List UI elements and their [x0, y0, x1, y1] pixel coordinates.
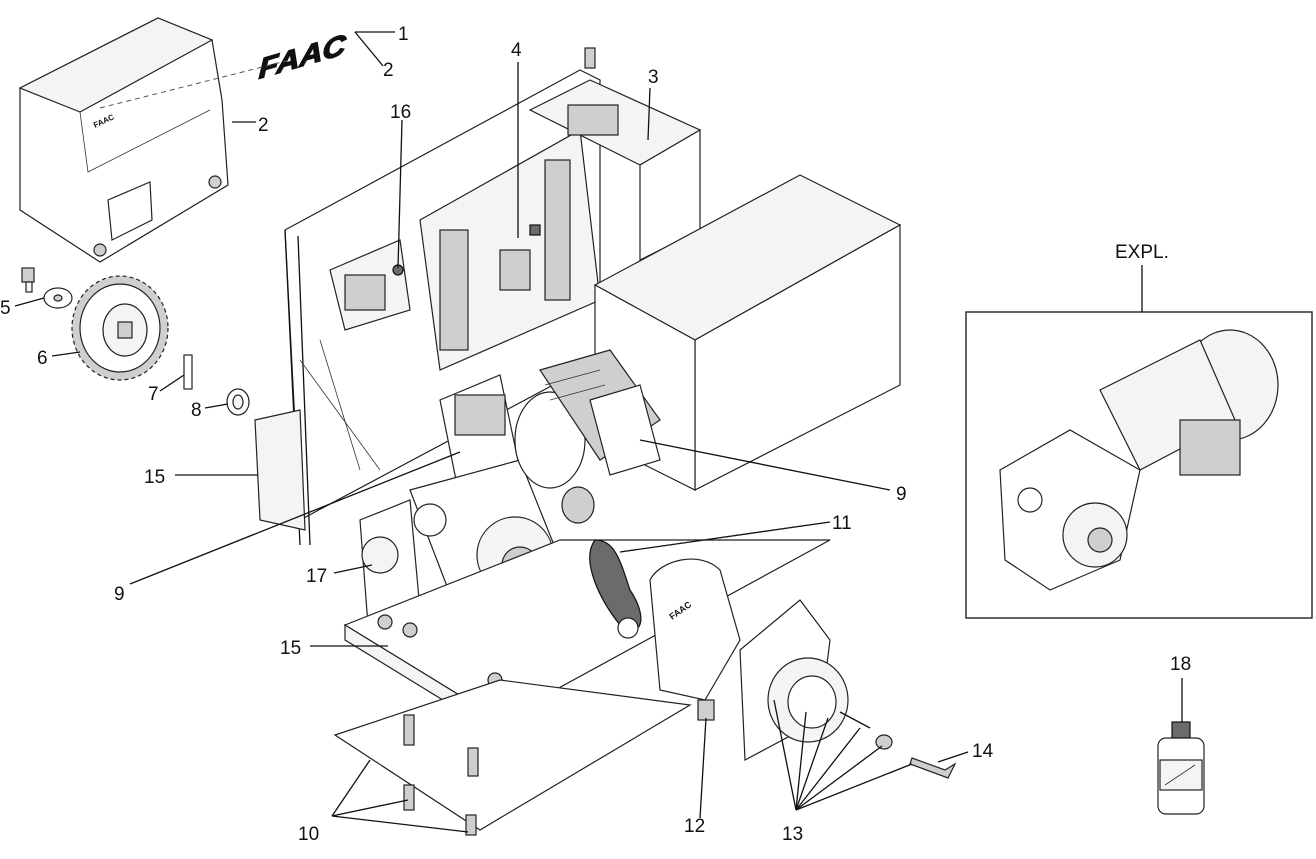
callout-5: 5	[0, 298, 11, 319]
callout-12: 12	[684, 816, 705, 837]
callout-9-left: 9	[114, 584, 125, 605]
callout-10: 10	[298, 824, 319, 845]
control-board	[419, 129, 601, 371]
callout-2-logo: 2	[383, 60, 394, 81]
callout-15-base: 15	[280, 638, 301, 659]
callout-18: 18	[1170, 654, 1191, 675]
belt-cover: FAAC	[649, 558, 741, 701]
oil-bottle	[1157, 721, 1205, 815]
callout-8: 8	[191, 400, 202, 421]
callout-15-frame: 15	[144, 467, 165, 488]
ring-nut	[226, 388, 250, 416]
callout-17: 17	[306, 566, 327, 587]
release-key	[909, 757, 957, 779]
motor-heatsink	[539, 349, 661, 476]
callout-11: 11	[832, 513, 852, 534]
callout-2-cover: 2	[258, 115, 269, 136]
callout-16: 16	[390, 102, 411, 123]
callout-13: 13	[782, 824, 803, 845]
limit-switch	[359, 499, 421, 626]
micro-switch	[697, 699, 715, 721]
callout-6: 6	[37, 348, 48, 369]
inset-label: EXPL.	[1115, 242, 1169, 263]
cover-housing: FAAC	[18, 17, 229, 263]
callout-1: 1	[398, 24, 409, 45]
foundation-plate	[333, 679, 692, 836]
pin	[183, 354, 193, 390]
callout-9-right: 9	[896, 484, 907, 505]
logo-badge-text: FAAC	[258, 28, 347, 86]
drive-belt	[589, 539, 642, 639]
inset-box: EXPL.	[965, 242, 1313, 619]
callout-3: 3	[648, 67, 659, 88]
callout-4: 4	[511, 40, 522, 61]
release-box	[739, 599, 893, 761]
leader-lines	[14, 31, 1183, 833]
callout-14: 14	[972, 741, 994, 762]
terminal-bracket	[329, 239, 411, 331]
callout-labels: 1 2 2 3 4 5 6 7 8 9 9 10 11 12 13 14 15 …	[0, 24, 1191, 845]
top-control-unit	[528, 47, 702, 261]
callout-7: 7	[148, 384, 159, 405]
drive-gear	[71, 275, 169, 381]
